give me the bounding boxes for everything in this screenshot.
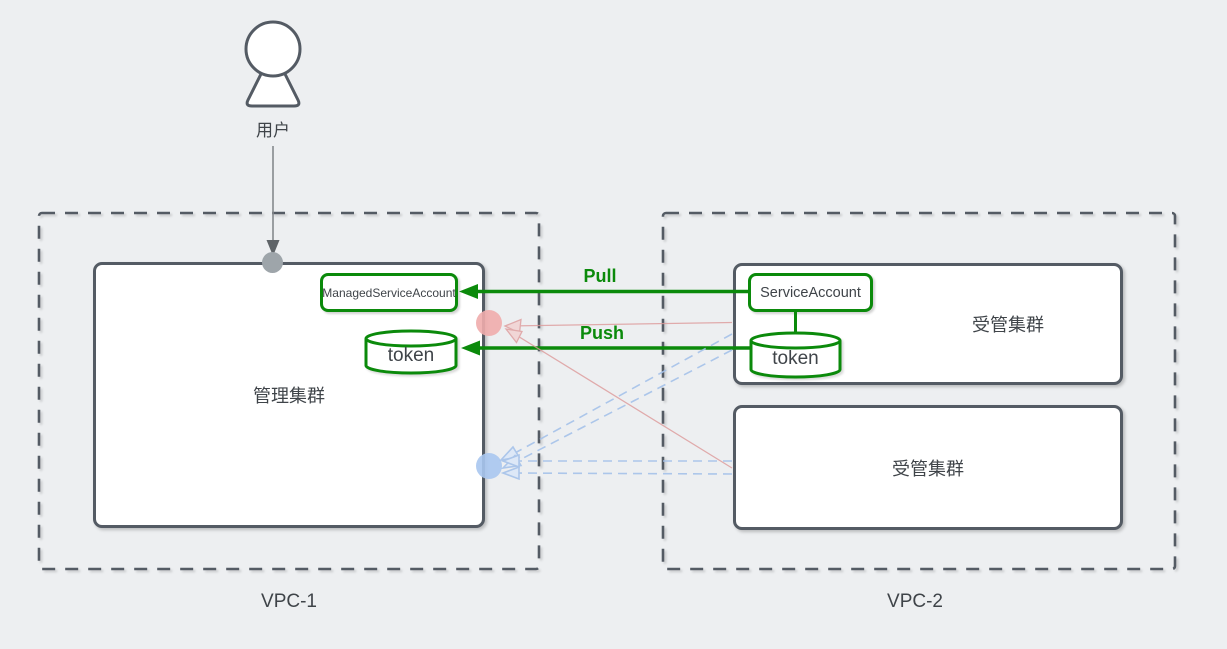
vpc1-label: VPC-1 <box>261 591 317 612</box>
blue-arrowhead-icon <box>500 465 520 481</box>
red-arrowhead-icon <box>504 328 523 344</box>
service-account-box: ServiceAccount <box>748 273 873 312</box>
token-label-right: token <box>772 348 819 369</box>
blue-line-horizontal-2 <box>505 472 733 475</box>
user-head-icon <box>244 20 302 78</box>
user-body-icon <box>245 70 301 108</box>
vpc2-label: VPC-2 <box>887 591 943 612</box>
managed-service-account-box: ManagedServiceAccount <box>320 273 458 312</box>
pull-label: Pull <box>583 265 617 286</box>
blue-line-diagonal-2 <box>505 349 733 468</box>
blue-line-diagonal-1 <box>503 333 733 460</box>
blue-flow-lines <box>498 333 733 481</box>
blue-arrowhead-icon <box>500 453 520 469</box>
management-cluster-label: 管理集群 <box>253 386 325 406</box>
blue-arrowhead-icon <box>500 454 523 470</box>
user-actor-icon <box>244 20 302 108</box>
token-label-left: token <box>387 345 435 366</box>
red-line-diagonal <box>507 329 733 469</box>
service-account-label: ServiceAccount <box>760 284 861 301</box>
user-to-cluster-arrowhead-icon <box>266 240 280 256</box>
managed-cluster-1-label: 受管集群 <box>972 315 1044 335</box>
push-label: Push <box>579 322 624 343</box>
blue-arrowhead-icon <box>498 445 521 462</box>
managed-cluster-2-label: 受管集群 <box>892 458 964 479</box>
managed-service-account-label: ManagedServiceAccount <box>322 285 456 300</box>
red-arrowhead-icon <box>503 318 522 334</box>
user-label: 用户 <box>256 120 290 140</box>
managed-cluster-2-box: 受管集群 <box>733 405 1123 530</box>
